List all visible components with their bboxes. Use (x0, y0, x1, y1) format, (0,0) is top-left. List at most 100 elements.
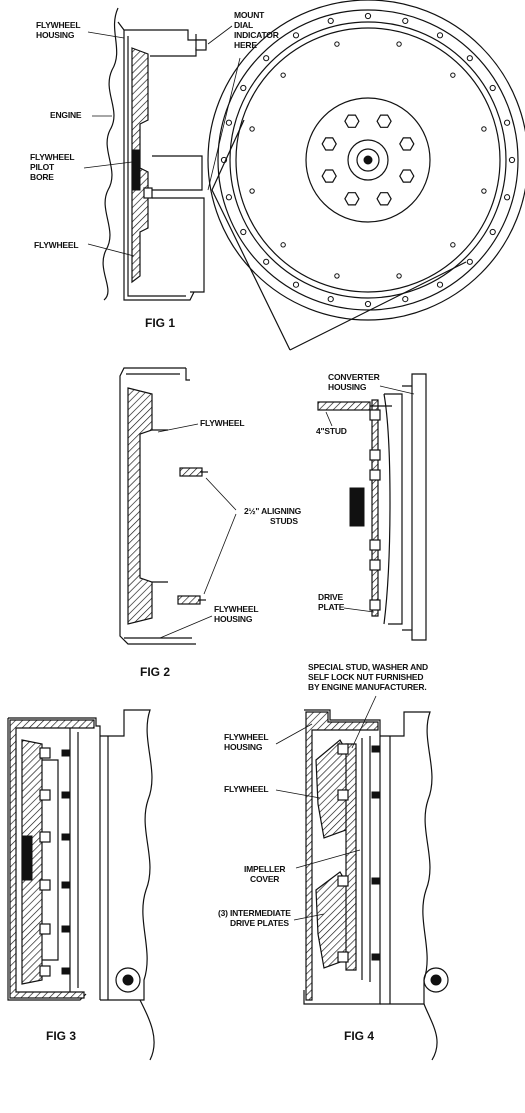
plate-bolt (369, 469, 381, 481)
bolt-head (376, 114, 392, 128)
nut (61, 967, 71, 975)
plate-bolt (369, 409, 381, 421)
flange-bolt (39, 965, 51, 977)
fig1-flywheel-label: FLYWHEEL (34, 240, 78, 250)
mounting-hole (489, 228, 496, 236)
mounting-hole (508, 156, 516, 164)
mounting-hole (292, 281, 300, 288)
nut (61, 881, 71, 889)
stud-bolt (337, 743, 349, 755)
fig4-caption: FIG 4 (344, 1029, 374, 1043)
stud-bolt (337, 875, 349, 887)
mounting-hole (225, 194, 233, 201)
drive-hole (249, 126, 255, 132)
drive-hole (450, 72, 456, 78)
drive-hole (481, 126, 487, 132)
lock-nut (371, 745, 381, 753)
mounting-hole (240, 84, 247, 92)
fig2-flywheel-label: FLYWHEEL (200, 418, 244, 428)
mounting-hole (225, 119, 233, 126)
mounting-hole (466, 55, 473, 62)
plate-bolt (369, 599, 381, 611)
plate-bolt (369, 539, 381, 551)
flange-bolt (39, 789, 51, 801)
lock-nut (371, 791, 381, 799)
mounting-hole (503, 194, 511, 201)
fig4-section-view (303, 709, 449, 1061)
drive-hole (249, 188, 255, 194)
mounting-hole (240, 228, 247, 236)
mounting-hole (402, 17, 409, 25)
mounting-hole (503, 119, 511, 126)
drive-hole (280, 72, 286, 78)
bolt-head (399, 169, 415, 183)
mounting-hole (292, 32, 300, 39)
mounting-hole (263, 55, 270, 62)
mounting-hole (364, 12, 372, 20)
drive-hole (396, 41, 402, 47)
mounting-hole (327, 295, 334, 303)
fig4-flywheel-label: FLYWHEEL (224, 784, 268, 794)
lock-nut (371, 877, 381, 885)
mounting-hole (489, 84, 496, 92)
drive-hole (334, 41, 340, 47)
stud-bolt (337, 951, 349, 963)
fig1-caption: FIG 1 (145, 316, 175, 330)
flange-bolt (39, 879, 51, 891)
lock-nut (371, 953, 381, 961)
nut (61, 749, 71, 757)
nut (61, 833, 71, 841)
fig2-caption: FIG 2 (140, 665, 170, 679)
flange-bolt (39, 831, 51, 843)
mounting-hole (263, 258, 270, 265)
stud-bolt (337, 789, 349, 801)
mounting-hole (436, 281, 444, 288)
mounting-hole (436, 32, 444, 39)
drive-hole (450, 242, 456, 248)
plate-bolt (369, 559, 381, 571)
fig3-section-view: FIG 3 (7, 709, 155, 1061)
drive-hole (334, 273, 340, 279)
fig1-section-view (102, 7, 207, 301)
flange-bolt (39, 747, 51, 759)
nut (61, 791, 71, 799)
bolt-head (399, 137, 415, 151)
fig1-engine-label: ENGINE (50, 110, 82, 120)
mounting-hole (466, 258, 473, 265)
bolt-head (321, 169, 337, 183)
nut (61, 925, 71, 933)
fig2-right-section (317, 373, 427, 641)
drive-hole (481, 188, 487, 194)
mounting-hole (402, 295, 409, 303)
bolt-head (344, 192, 360, 206)
mounting-hole (364, 300, 372, 308)
fig2-left-section (119, 367, 208, 645)
drive-hole (280, 242, 286, 248)
flywheel-face-view (207, 0, 525, 321)
bolt-head (376, 192, 392, 206)
drive-hole (396, 273, 402, 279)
plate-bolt (369, 449, 381, 461)
bolt-head (321, 137, 337, 151)
mounting-hole (327, 17, 334, 25)
flange-bolt (39, 923, 51, 935)
fig2-stud-label: 4"STUD (316, 426, 347, 436)
detail-callout-lines (211, 119, 467, 351)
bolt-head (344, 114, 360, 128)
fig3-caption: FIG 3 (46, 1029, 76, 1043)
